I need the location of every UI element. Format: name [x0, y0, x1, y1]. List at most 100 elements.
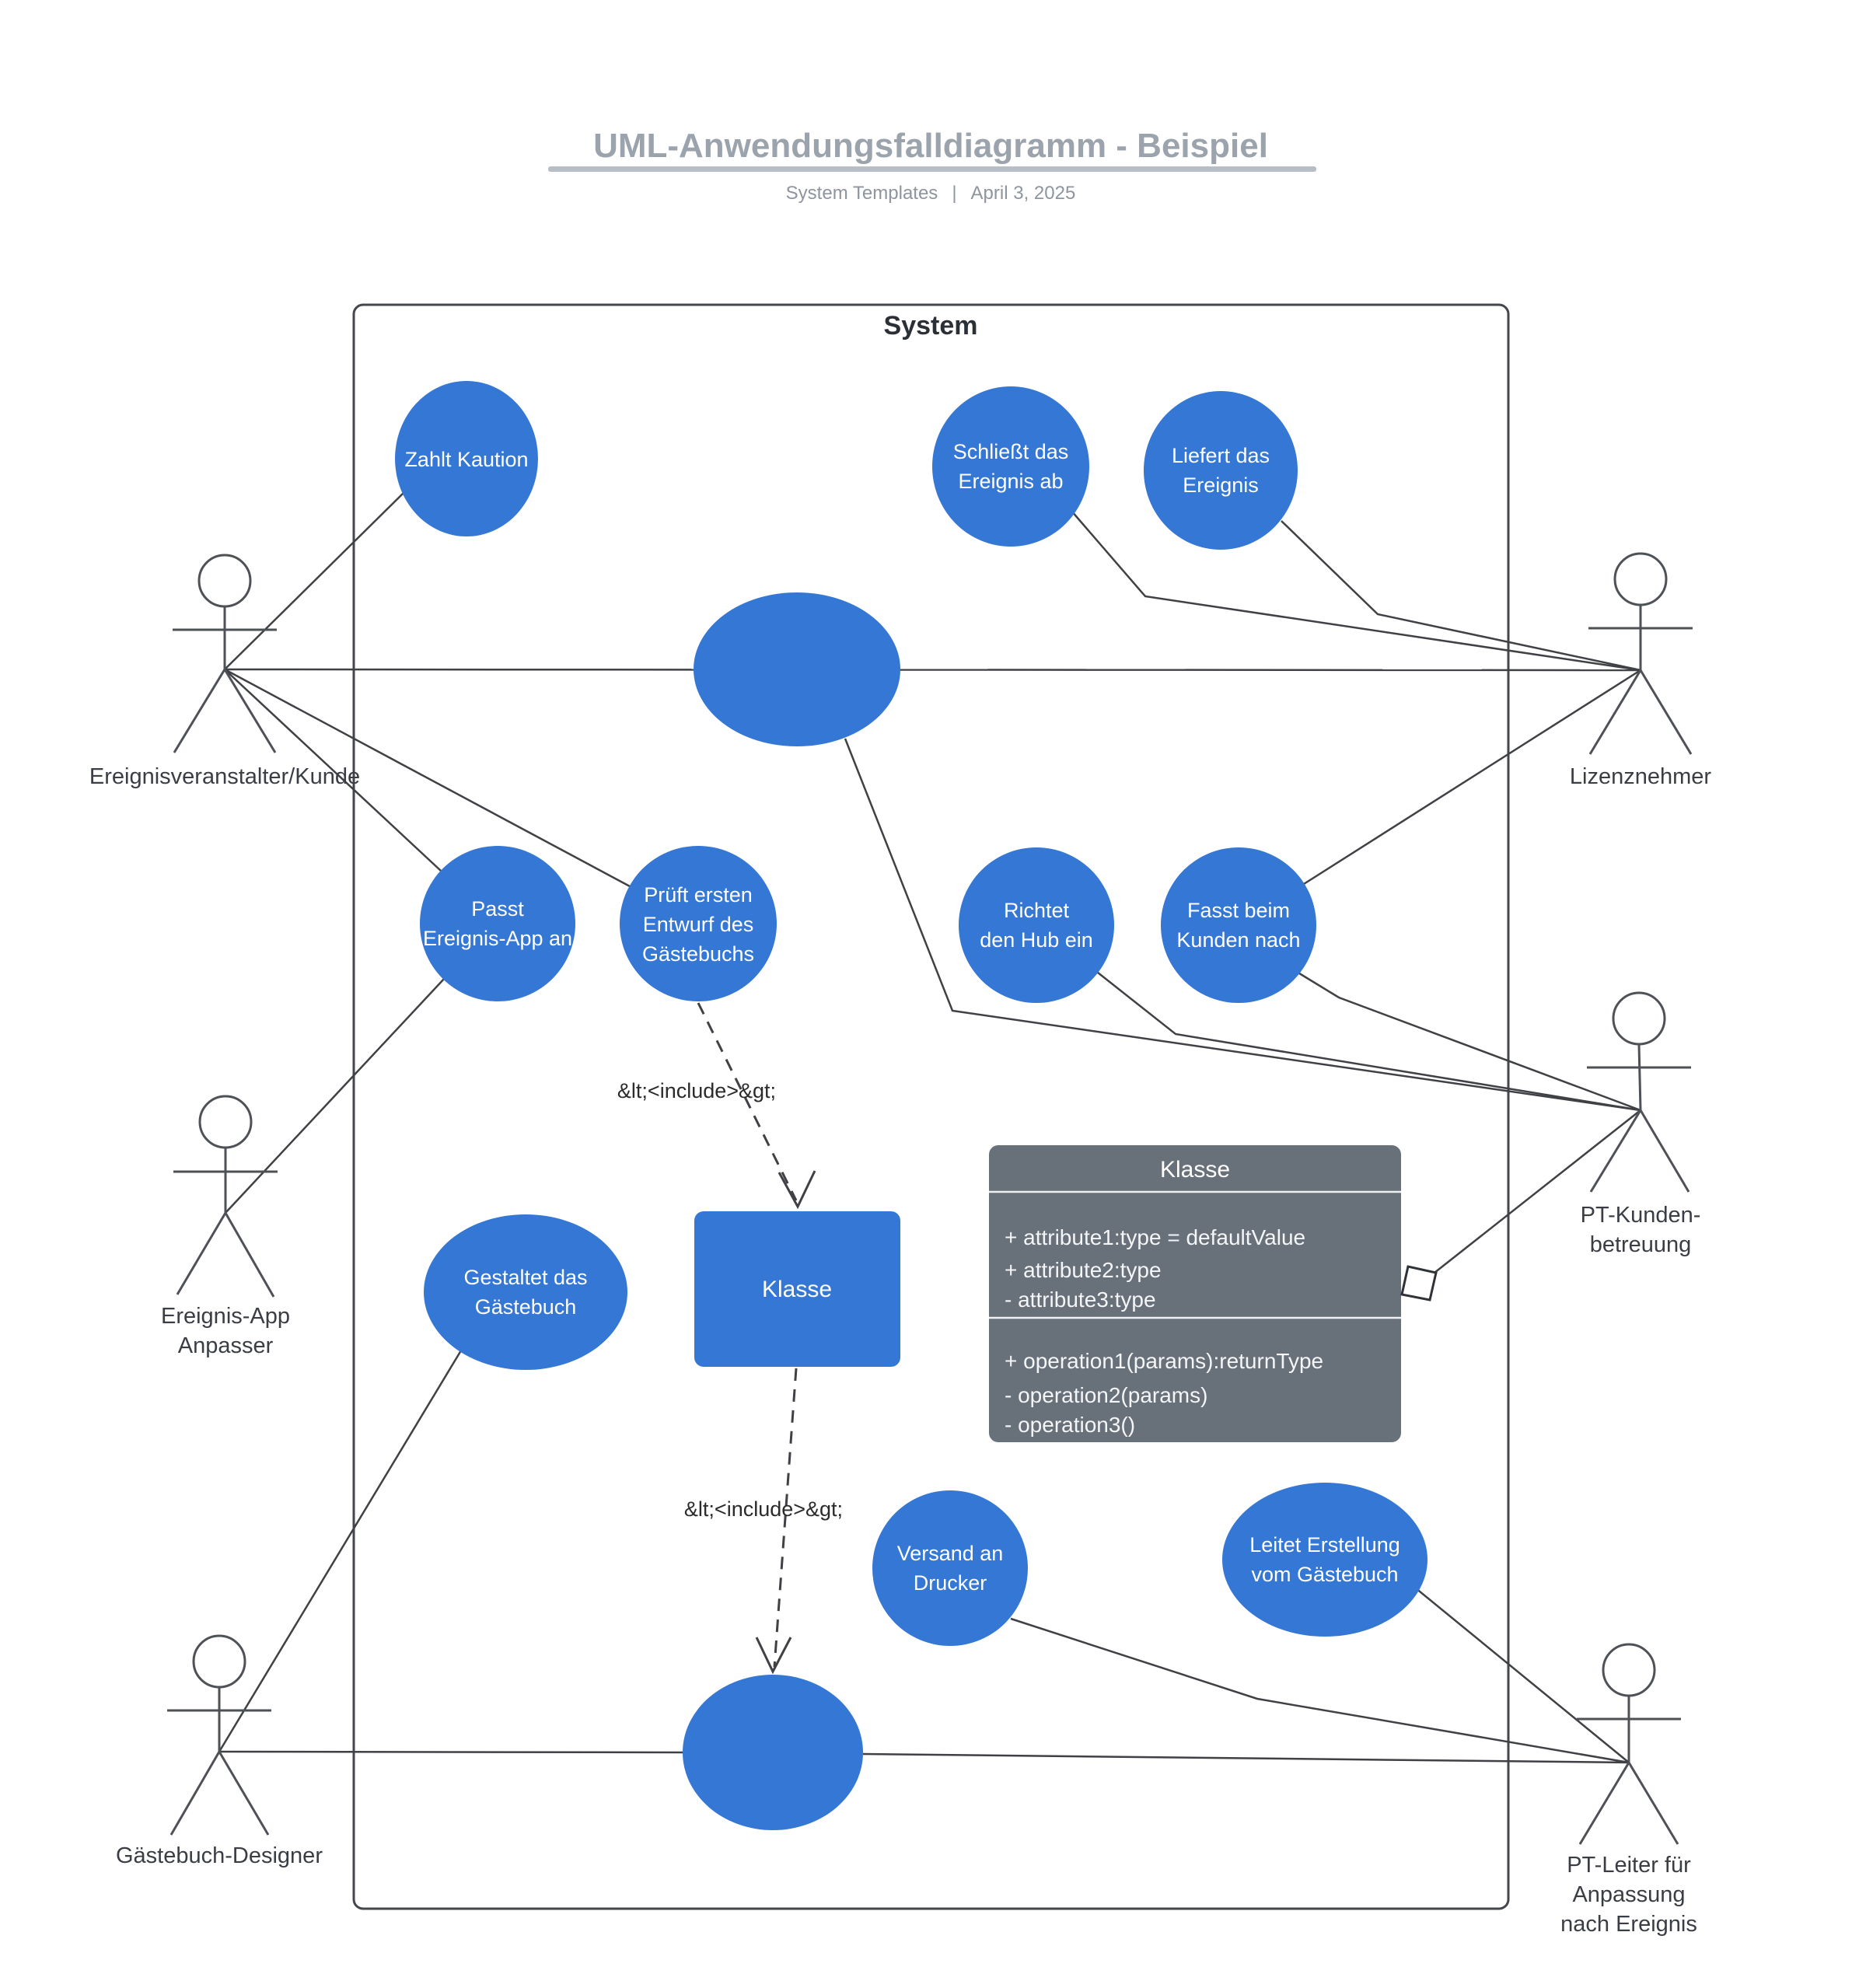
usecase-richtet-hub-label1: Richtet — [1004, 899, 1070, 922]
usecase-schliesst-ereignis-label1: Schließt das — [953, 440, 1069, 463]
assoc-versand-pt-leiter — [1010, 1617, 1630, 1764]
assoc-ereignisveranstalter-prueft-entwurf — [224, 668, 631, 888]
usecase-zahlt-kaution-label: Zahlt Kaution — [404, 448, 528, 471]
actor-head-icon — [1613, 552, 1668, 606]
actor-head-icon — [197, 554, 252, 608]
aggregation-diamond-icon — [1400, 1265, 1438, 1301]
actor-pt-leiter-label2: Anpassung — [1572, 1882, 1685, 1907]
include-arrowhead-top — [778, 1170, 816, 1210]
actor-head-icon — [198, 1095, 253, 1149]
usecase-gestaltet-gaestebuch-label2: Gästebuch — [475, 1295, 577, 1319]
uml-class-box[interactable]: Klasse + attribute1:type = defaultValue … — [989, 1145, 1438, 1442]
usecase-versand-drucker[interactable] — [872, 1490, 1028, 1646]
class-node-label: Klasse — [762, 1277, 832, 1302]
assoc-gestaltet-designer — [218, 1350, 463, 1752]
actor-pt-leiter[interactable]: PT-Leiter für Anpassung nach Ereignis — [1560, 1643, 1697, 1937]
uml-class-attribute-3: - attribute3:type — [1005, 1287, 1156, 1312]
actor-leg-left — [176, 1212, 227, 1295]
actor-leg-left — [173, 669, 226, 753]
assoc-ereignisveranstalter-zahlt-kaution — [224, 492, 404, 670]
subtitle-date: April 3, 2025 — [971, 183, 1076, 204]
actor-pt-kundenbetreuung-label1: PT-Kunden- — [1581, 1203, 1701, 1228]
system-boundary-title: System — [884, 311, 978, 341]
usecase-schliesst-ereignis[interactable] — [932, 386, 1089, 547]
usecase-leitet-erstellung-label2: vom Gästebuch — [1251, 1563, 1398, 1586]
usecase-liefert-ereignis-label1: Liefert das — [1172, 444, 1270, 467]
usecase-schliesst-ereignis-label2: Ereignis ab — [958, 470, 1063, 493]
actor-gaestebuch-designer-label: Gästebuch-Designer — [116, 1843, 323, 1868]
include-label-top: &lt;<include>&gt; — [617, 1079, 776, 1102]
usecase-gestaltet-gaestebuch-label1: Gestaltet das — [463, 1266, 587, 1289]
usecase-zahlt-kaution[interactable] — [395, 381, 538, 536]
actor-leg-right — [223, 669, 277, 753]
class-node-rect[interactable] — [694, 1211, 900, 1367]
usecase-liefert-ereignis-label2: Ereignis — [1183, 473, 1259, 497]
actor-leg-right — [224, 1212, 275, 1298]
assoc-liefert-lizenznehmer — [1281, 520, 1641, 672]
uml-class-attribute-1: + attribute1:type = defaultValue — [1005, 1225, 1305, 1249]
assoc-ereignisveranstalter-passt-app — [224, 669, 442, 872]
system-boundary-box[interactable] — [352, 303, 1510, 1910]
association-lines — [218, 492, 1641, 1764]
usecase-prueft-entwurf-label3: Gästebuchs — [642, 942, 754, 966]
page-subtitle: System Templates | April 3, 2025 — [786, 183, 1076, 204]
usecase-passt-app-label2: Ereignis-App an — [423, 927, 572, 950]
actor-leg-left — [1578, 1762, 1630, 1845]
title-underline — [548, 166, 1316, 172]
usecase-liefert-ereignis[interactable] — [1144, 391, 1298, 550]
usecase-richtet-hub[interactable] — [959, 847, 1114, 1003]
usecase-versand-drucker-label1: Versand an — [897, 1542, 1004, 1565]
uml-class-attribute-2: + attribute2:type — [1005, 1258, 1162, 1282]
assoc-schliesst-lizenznehmer — [1071, 510, 1641, 672]
actor-pt-leiter-label1: PT-Leiter für — [1567, 1853, 1691, 1878]
usecase-fasst-nach-label1: Fasst beim — [1187, 899, 1290, 922]
usecase-empty-bottom[interactable] — [683, 1675, 863, 1830]
include-arrow-bottom — [773, 1368, 798, 1668]
usecase-richtet-hub-label2: den Hub ein — [980, 928, 1093, 952]
include-arrowhead-bottom — [755, 1637, 792, 1675]
actor-lizenznehmer[interactable]: Lizenznehmer — [1570, 552, 1711, 789]
include-arrows: &lt;<include>&gt; &lt;<include>&gt; — [617, 1002, 843, 1675]
usecase-passt-app[interactable] — [420, 846, 575, 1001]
usecase-prueft-entwurf-label2: Entwurf des — [643, 913, 754, 936]
assoc-anpasser-passt-app — [225, 977, 446, 1214]
assoc-lizenznehmer-fasst-nach — [1303, 669, 1641, 886]
actor-leg-right — [218, 1751, 270, 1836]
actor-ereignisveranstalter[interactable]: Ereignisveranstalter/Kunde — [89, 554, 360, 789]
subtitle-divider: | — [952, 183, 956, 204]
usecase-versand-drucker-label2: Drucker — [914, 1571, 987, 1595]
actor-body — [1637, 1043, 1642, 1111]
actor-lizenznehmer-label: Lizenznehmer — [1570, 764, 1711, 789]
usecase-fasst-nach[interactable] — [1161, 847, 1316, 1003]
usecase-fasst-nach-label2: Kunden nach — [1176, 928, 1300, 952]
actor-head-icon — [192, 1634, 246, 1689]
actor-gaestebuch-designer[interactable]: Gästebuch-Designer — [116, 1634, 323, 1868]
usecase-gestaltet-gaestebuch[interactable] — [424, 1214, 627, 1370]
subtitle-source: System Templates — [786, 183, 938, 204]
uml-class-box-title: Klasse — [1160, 1157, 1230, 1183]
actor-ereignis-app-anpasser-label1: Ereignis-App — [161, 1304, 290, 1329]
usecase-leitet-erstellung[interactable] — [1222, 1483, 1427, 1637]
actor-leg-right — [1639, 1109, 1690, 1193]
actor-leg-left — [1588, 669, 1642, 755]
actor-leg-left — [1589, 1109, 1642, 1193]
actor-pt-kundenbetreuung[interactable]: PT-Kunden- betreuung — [1581, 991, 1701, 1257]
assoc-richtet-hub-pt-kundenbetreuung — [1093, 969, 1641, 1112]
usecase-leitet-erstellung-label1: Leitet Erstellung — [1249, 1533, 1400, 1557]
uml-class-box-body[interactable] — [989, 1145, 1401, 1442]
assoc-empty-top-pt-kundenbetreuung — [844, 738, 1641, 1112]
actor-head-icon — [1602, 1643, 1656, 1697]
usecase-empty-top[interactable] — [694, 592, 900, 746]
usecase-prueft-entwurf-label1: Prüft ersten — [644, 883, 753, 907]
use-cases: Zahlt Kaution Schließt das Ereignis ab L… — [395, 381, 1427, 1830]
actor-ereignis-app-anpasser-label2: Anpasser — [178, 1333, 274, 1358]
assoc-classbox-pt-kundenbetreuung — [1434, 1109, 1641, 1274]
actor-leg-right — [1627, 1762, 1679, 1845]
actor-ereignis-app-anpasser[interactable]: Ereignis-App Anpasser — [161, 1095, 290, 1358]
usecase-prueft-entwurf[interactable] — [620, 846, 777, 1001]
assoc-leitet-pt-leiter — [1393, 1570, 1630, 1763]
include-arrow-top — [697, 1002, 798, 1201]
actor-leg-left — [169, 1751, 221, 1836]
uml-class-operation-3: - operation3() — [1005, 1413, 1135, 1437]
